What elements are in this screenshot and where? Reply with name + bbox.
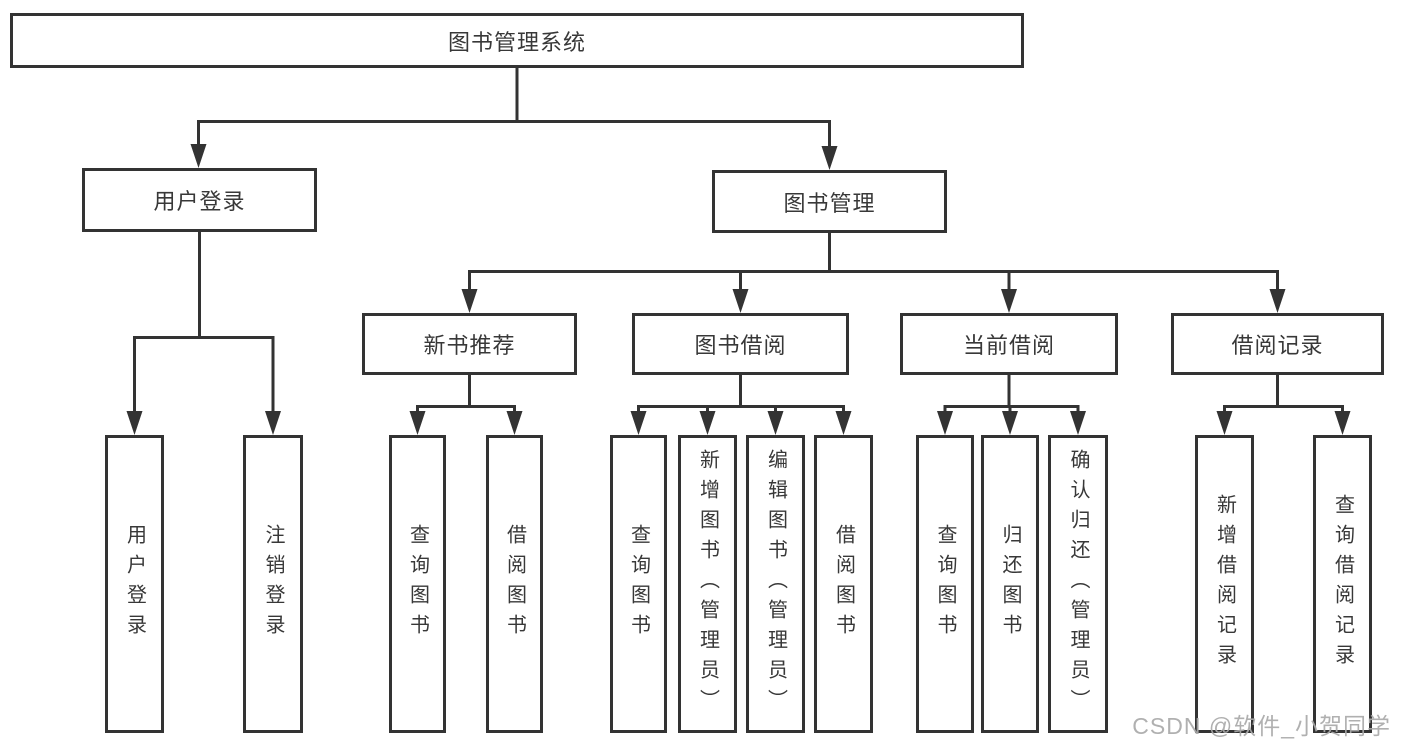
node-new-book-recommend: 新书推荐	[362, 313, 577, 375]
node-user-login: 用户登录	[82, 168, 317, 232]
arrowhead-down-icon	[1070, 411, 1086, 435]
connector-borrow-records-to-leaves	[1223, 375, 1344, 418]
leaf-current-confirm-return-admin: 确认归还（管理员）	[1048, 435, 1108, 733]
leaf-newrec-borrow-books: 借阅图书	[486, 435, 543, 733]
node-book-borrow: 图书借阅	[632, 313, 849, 375]
connector-book-management-to-level3	[468, 233, 1279, 296]
arrowhead-down-icon	[126, 411, 143, 435]
leaf-newrec-query-books: 查询图书	[389, 435, 446, 733]
leaf-borrow-borrow-books: 借阅图书	[814, 435, 873, 733]
leaf-current-return-books: 归还图书	[981, 435, 1039, 733]
arrowhead-down-icon	[835, 411, 852, 435]
node-current-borrow: 当前借阅	[900, 313, 1118, 375]
arrowhead-down-icon	[1269, 289, 1286, 313]
arrowhead-down-icon	[506, 411, 523, 435]
connector-new-book-recommend-to-leaves	[416, 375, 516, 418]
leaf-borrow-add-books-admin: 新增图书（管理员）	[678, 435, 737, 733]
arrowhead-down-icon	[461, 289, 478, 313]
arrowhead-down-icon	[1334, 411, 1351, 435]
arrowhead-down-icon	[732, 289, 749, 313]
arrowhead-down-icon	[265, 411, 281, 435]
connector-book-borrow-to-leaves	[637, 375, 845, 418]
connector-user-login-to-leaves	[133, 232, 275, 416]
arrowhead-down-icon	[767, 411, 784, 435]
leaf-logout-login: 注销登录	[243, 435, 303, 733]
arrowhead-down-icon	[1001, 289, 1017, 313]
node-book-management: 图书管理	[712, 170, 947, 233]
arrowhead-down-icon	[937, 411, 953, 435]
leaf-records-add-record: 新增借阅记录	[1195, 435, 1254, 733]
arrowhead-down-icon	[409, 411, 426, 435]
arrowhead-down-icon	[821, 146, 838, 170]
leaf-user-login: 用户登录	[105, 435, 164, 733]
node-borrow-records: 借阅记录	[1171, 313, 1384, 375]
arrowhead-down-icon	[1216, 411, 1233, 435]
arrowhead-down-icon	[190, 144, 207, 168]
node-library-management-system: 图书管理系统	[10, 13, 1024, 68]
arrowhead-down-icon	[630, 411, 647, 435]
leaf-records-query-record: 查询借阅记录	[1313, 435, 1372, 733]
leaf-borrow-edit-books-admin: 编辑图书（管理员）	[746, 435, 805, 733]
connector-root-to-level2	[197, 68, 831, 152]
leaf-borrow-query-books: 查询图书	[610, 435, 667, 733]
csdn-watermark: CSDN @软件_小贺同学	[1132, 713, 1391, 739]
leaf-current-query-books: 查询图书	[916, 435, 974, 733]
arrowhead-down-icon	[1002, 411, 1018, 435]
arrowhead-down-icon	[699, 411, 716, 435]
